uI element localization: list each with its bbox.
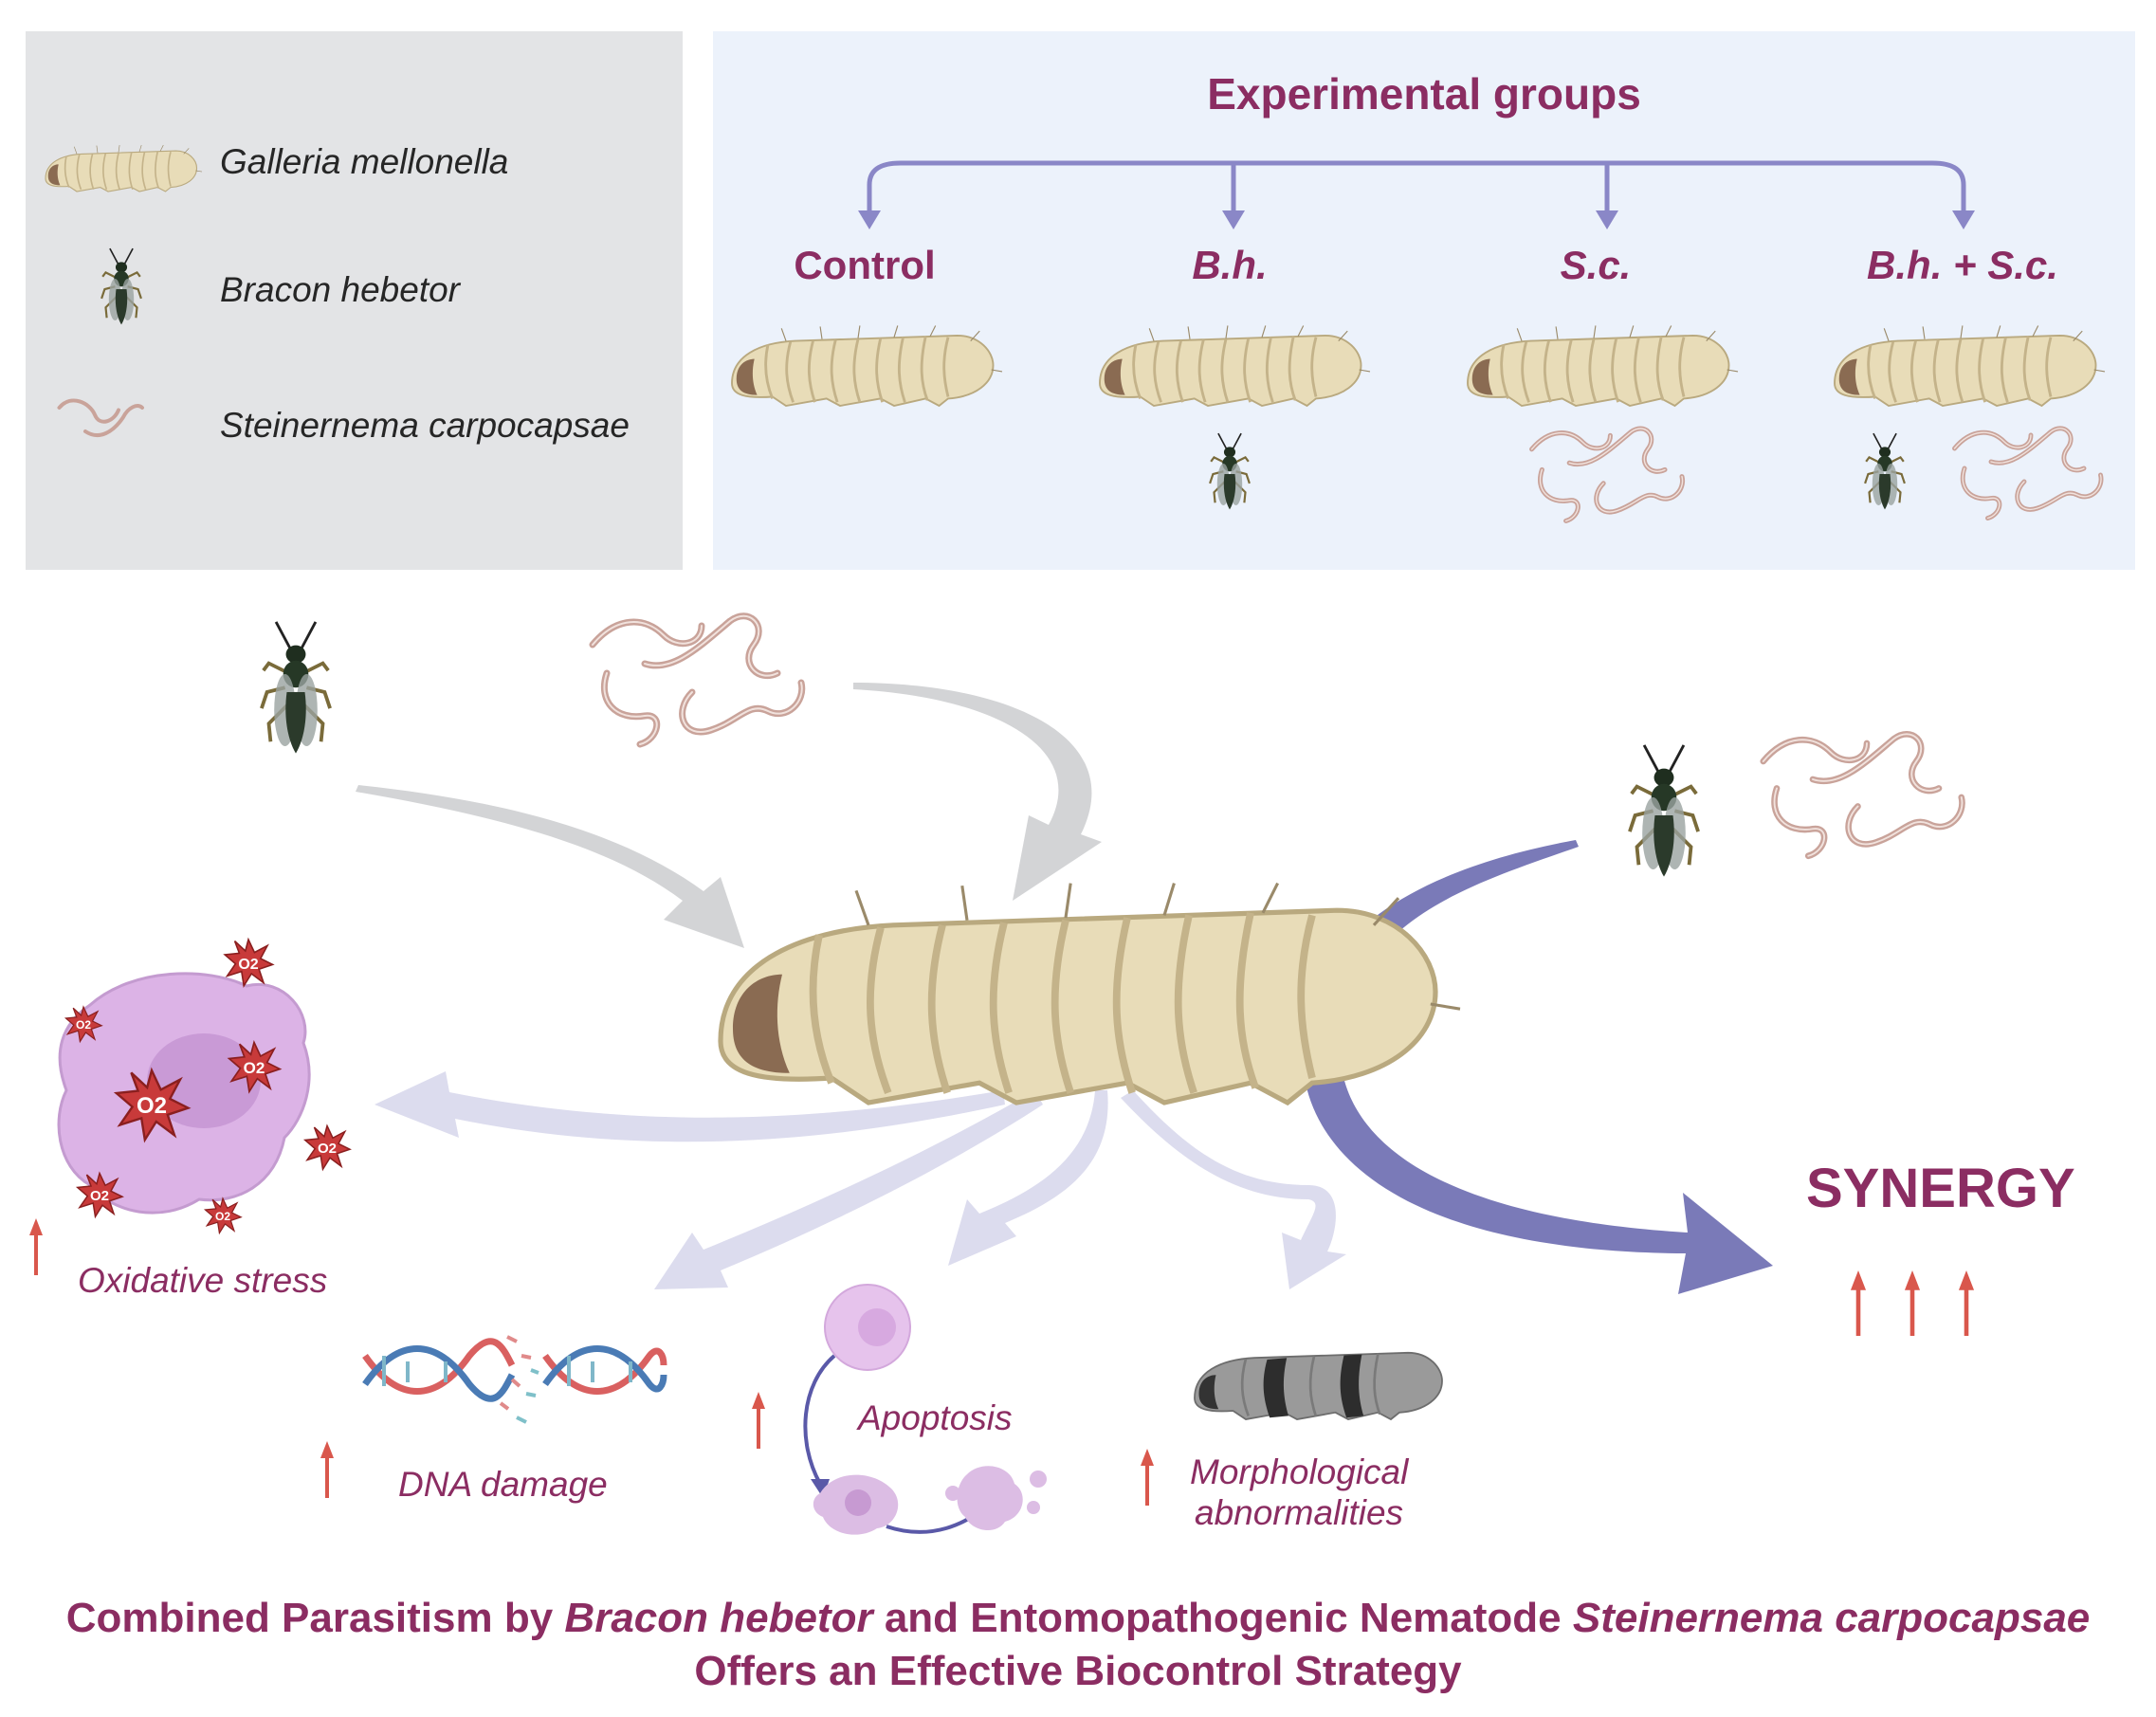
up-arrow-synergy-2 xyxy=(1904,1270,1921,1336)
caption-line-2: Offers an Effective Biocontrol Strategy xyxy=(694,1648,1462,1694)
effect-arrows xyxy=(375,1071,1346,1289)
up-arrow-synergy-1 xyxy=(1850,1270,1867,1336)
caption-part-italic: Bracon hebetor xyxy=(564,1595,873,1641)
arrow-nematodes-to-larva xyxy=(853,683,1102,901)
group-branch-arrows xyxy=(867,160,1966,213)
apoptosis-label: Apoptosis xyxy=(858,1398,1013,1437)
caption-part-italic: Steinernema carpocapsae xyxy=(1572,1595,2091,1641)
group-label-sc: S.c. xyxy=(1560,243,1632,287)
oxidative-stress-cell xyxy=(57,939,351,1234)
caption-line-1: Combined Parasitism by Bracon hebetor an… xyxy=(0,1595,2156,1642)
group-bh-wasp xyxy=(1208,432,1252,511)
caption-part: and Entomopathogenic Nematode xyxy=(872,1595,1573,1641)
oxidative-stress-label: Oxidative stress xyxy=(78,1261,328,1300)
morphological-label-line2: abnormalities xyxy=(1195,1493,1404,1532)
group-sc-worms xyxy=(1532,429,1683,521)
group-sc-larva xyxy=(1466,324,1740,408)
legend-label-galleria: Galleria mellonella xyxy=(220,142,509,181)
group-bhsc-worms xyxy=(1955,429,2102,519)
legend-nematode-icon xyxy=(57,398,144,437)
group-bh-larva xyxy=(1098,324,1372,408)
o2-label: O2 xyxy=(76,1018,91,1032)
group-bhsc-larva xyxy=(1833,324,2107,408)
group-control-larva xyxy=(730,324,1004,408)
nematodes-input xyxy=(593,616,802,744)
o2-label: O2 xyxy=(90,1188,109,1204)
dna-damage-label: DNA damage xyxy=(398,1465,608,1504)
o2-badge-labels: O2 O2 O2 O2 O2 O2 O2 xyxy=(76,957,337,1223)
o2-label: O2 xyxy=(244,1059,265,1077)
combined-wasp xyxy=(1628,743,1700,879)
group-bhsc-wasp xyxy=(1863,432,1907,511)
morphological-label-line1: Morphological xyxy=(1190,1452,1409,1491)
o2-label: O2 xyxy=(137,1093,167,1119)
experimental-groups-title: Experimental groups xyxy=(1207,69,1641,119)
arrow-synergy xyxy=(1302,840,1773,1294)
experimental-groups-panel xyxy=(713,31,2135,570)
legend-label-bracon: Bracon hebetor xyxy=(220,270,461,309)
legend-label-steinernema: Steinernema carpocapsae xyxy=(220,406,630,445)
legend-panel xyxy=(26,31,683,570)
abnormal-larva-icon xyxy=(1194,1351,1443,1421)
caption-part: Combined Parasitism by xyxy=(65,1595,565,1641)
group-label-control: Control xyxy=(794,243,936,287)
arrow-wasp-to-larva xyxy=(356,785,744,948)
o2-label: O2 xyxy=(318,1141,337,1157)
up-arrow-synergy-3 xyxy=(1958,1270,1975,1336)
legend-larva-icon xyxy=(45,144,203,192)
apoptosis-icon xyxy=(803,1284,1047,1535)
group-label-bh: B.h. xyxy=(1192,243,1268,287)
up-arrow-dna xyxy=(320,1441,334,1498)
synergy-label: SYNERGY xyxy=(1806,1158,2075,1219)
o2-label: O2 xyxy=(238,957,258,973)
wasp-input xyxy=(259,620,333,756)
legend-wasp-icon xyxy=(100,247,142,326)
group-label-bh-sc: B.h. + S.c. xyxy=(1867,243,2058,287)
up-arrow-apoptosis xyxy=(752,1392,765,1449)
central-larva xyxy=(721,884,1460,1103)
combined-nematodes xyxy=(1763,734,1963,855)
up-arrow-morph xyxy=(1141,1449,1154,1506)
up-arrow-oxidative xyxy=(29,1218,43,1275)
group-arrowheads xyxy=(858,210,1975,229)
dna-damage-icon xyxy=(362,1335,667,1424)
o2-label: O2 xyxy=(215,1210,230,1223)
